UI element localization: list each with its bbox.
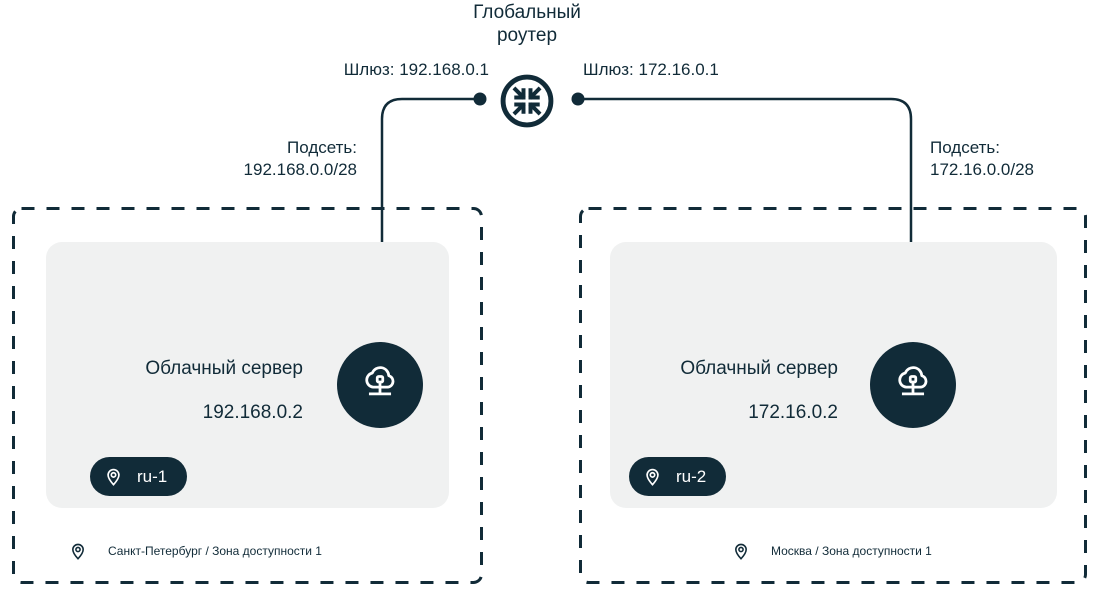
server-ip-left: 192.168.0.2 (202, 402, 303, 423)
junction-dot (473, 92, 487, 106)
zone-border-left (12, 207, 483, 584)
connector-right (578, 97, 913, 321)
server-title-right: Облачный сервер (680, 358, 838, 379)
location-pin-icon (642, 466, 663, 487)
gateway-label-left: Шлюз: 192.168.0.1 (343, 60, 489, 79)
zone-border-right (579, 207, 1087, 584)
server-ip-right: 172.16.0.2 (748, 402, 838, 423)
zone-location-left: Санкт-Петербург / Зона доступности 1 (68, 541, 322, 561)
zone-location-right: Москва / Зона доступности 1 (731, 541, 932, 561)
location-pin-icon (68, 541, 88, 561)
server-title-left: Облачный сервер (145, 358, 303, 379)
junction-dot (571, 92, 585, 106)
zone-badge-left: ru-1 (90, 457, 188, 496)
router-icon (499, 73, 555, 129)
location-pin-icon (731, 541, 751, 561)
zone-badge-right: ru-2 (629, 457, 727, 496)
subnet-label-right: Подсеть: 172.16.0.0/28 (930, 138, 1034, 179)
router-title: Глобальный роутер (473, 2, 581, 46)
subnet-label-left: Подсеть: 192.168.0.0/28 (243, 138, 357, 179)
zone-location-label: Москва / Зона доступности 1 (771, 544, 932, 558)
cloud-server-icon (337, 342, 423, 428)
gateway-label-right: Шлюз: 172.16.0.1 (583, 60, 719, 79)
zone-location-label: Санкт-Петербург / Зона доступности 1 (108, 544, 322, 558)
cloud-server-icon (870, 342, 956, 428)
zone-badge-label: ru-1 (137, 466, 168, 486)
connector-left (380, 97, 480, 321)
location-pin-icon (103, 466, 124, 487)
zone-badge-label: ru-2 (676, 466, 707, 486)
